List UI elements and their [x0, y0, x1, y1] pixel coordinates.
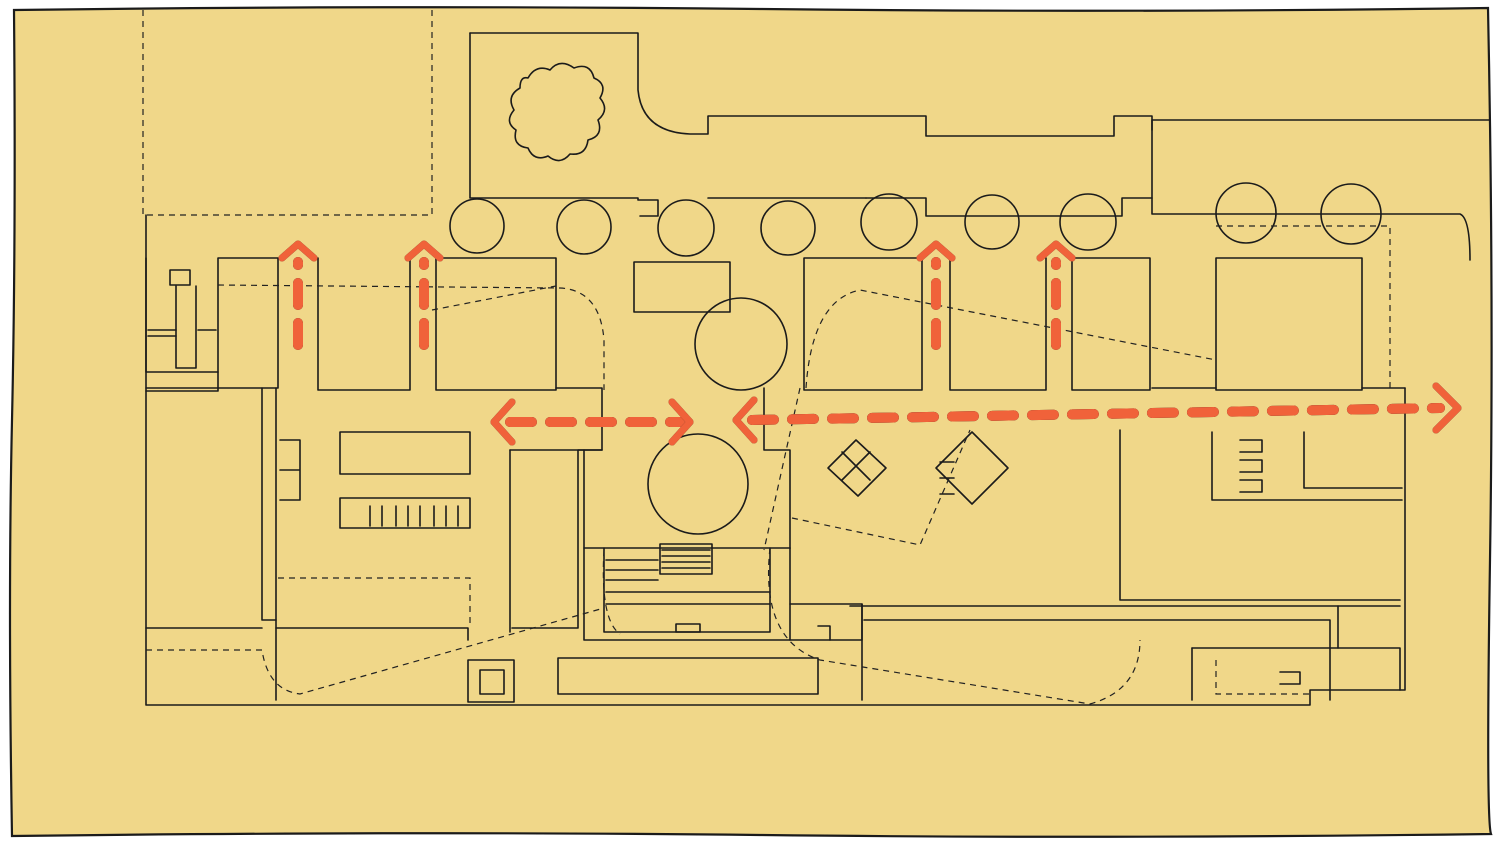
east-west-arrow-right-shaft	[747, 403, 1445, 425]
north-arrow-3-head	[916, 240, 956, 262]
tree-canopies	[449, 182, 1382, 535]
north-arrow-2-head	[404, 240, 444, 262]
east-west-arrow-right-west-head	[732, 396, 758, 444]
east-west-arrow-right-east-head	[1432, 382, 1462, 434]
shrub	[508, 62, 606, 162]
parcel-boundary-dashed	[142, 10, 433, 216]
north-arrow-1-head	[278, 240, 318, 262]
east-west-arrow-left-west-head	[490, 398, 516, 446]
east-west-arrow-left-east-head	[668, 398, 694, 446]
north-boundary	[469, 32, 1491, 261]
north-arrow-4-head	[1036, 240, 1076, 262]
building-outline	[145, 214, 1406, 706]
interior-details	[147, 261, 1301, 685]
circulation-arrows	[278, 240, 1462, 446]
